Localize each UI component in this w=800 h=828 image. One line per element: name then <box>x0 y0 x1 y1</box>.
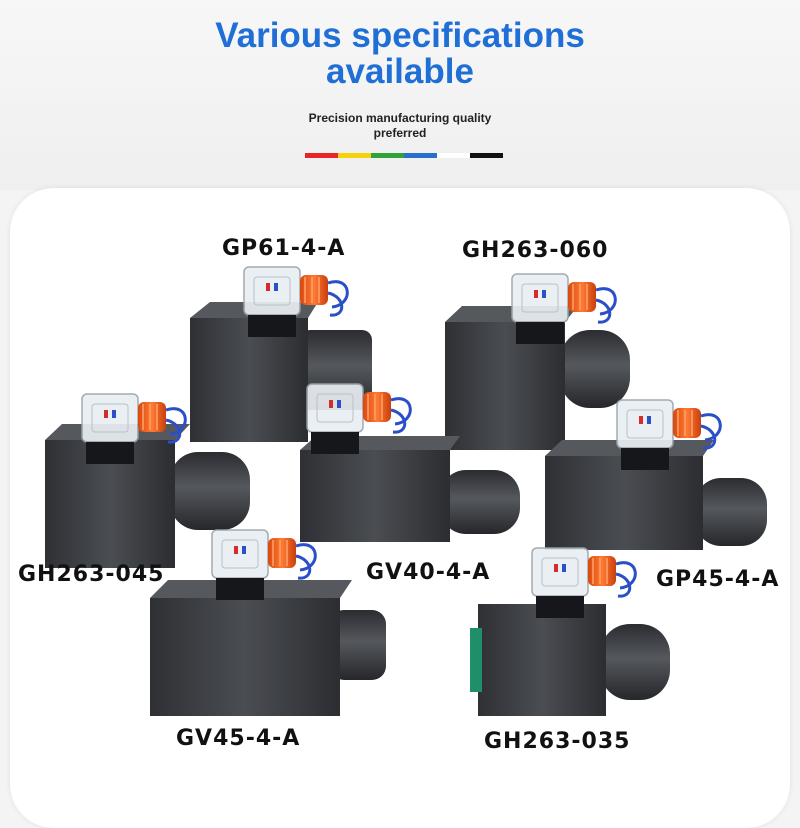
color-swatch-black <box>470 153 503 158</box>
color-swatch-blue <box>404 153 437 158</box>
model-label-gh263-060: GH263-060 <box>462 238 609 263</box>
valve-gp45-4-a <box>545 398 767 550</box>
model-label-gp45-4-a: GP45-4-A <box>656 567 780 592</box>
tagline-line-1: Precision manufacturing quality <box>308 111 492 125</box>
model-label-gv40-4-a: GV40-4-A <box>366 560 491 585</box>
headline-line-1: Various specifications <box>215 16 585 55</box>
color-swatch-white <box>437 153 470 158</box>
valve-gh263-060 <box>445 272 630 450</box>
valve-gh263-045 <box>45 392 250 568</box>
header-banner <box>0 0 800 190</box>
color-swatch-green <box>371 153 404 158</box>
color-swatch-yellow <box>338 153 371 158</box>
model-label-gh263-045: GH263-045 <box>18 562 165 587</box>
valve-gp61-4-a <box>190 265 372 442</box>
model-label-gh263-035: GH263-035 <box>484 729 631 754</box>
color-swatch-red <box>305 153 338 158</box>
valve-gh263-035 <box>470 546 670 716</box>
valve-gv40-4-a <box>300 382 520 542</box>
solenoid-valves-photo <box>45 265 767 716</box>
tagline-line-2: preferred <box>373 126 427 140</box>
color-strip <box>305 153 503 158</box>
valve-gv45-4-a <box>150 528 386 716</box>
headline-line-2: available <box>326 52 474 91</box>
model-label-gp61-4-a: GP61-4-A <box>222 236 346 261</box>
model-label-gv45-4-a: GV45-4-A <box>176 726 301 751</box>
